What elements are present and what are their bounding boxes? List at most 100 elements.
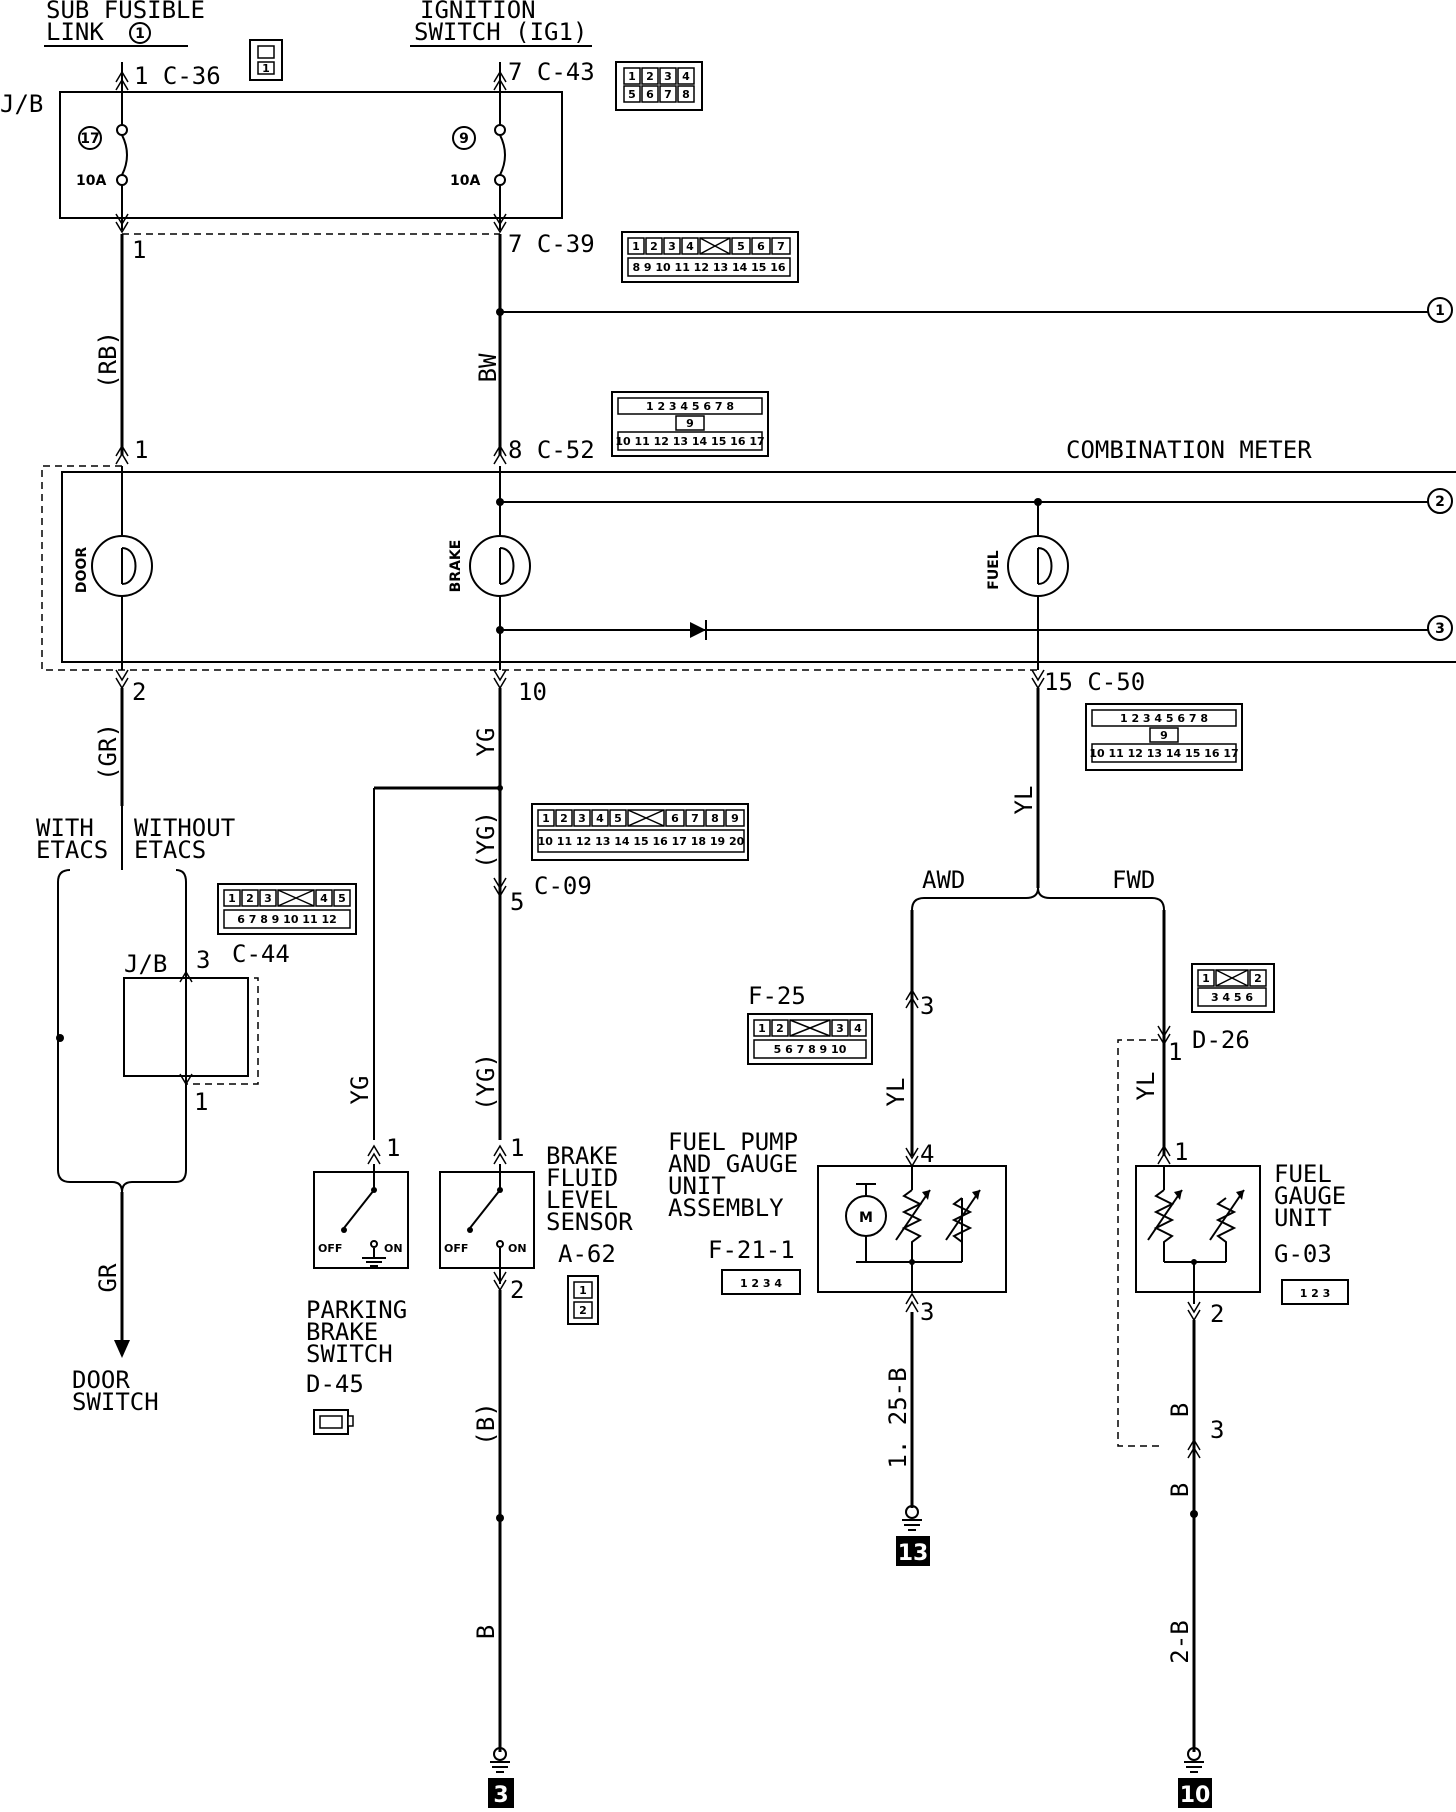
c36-terminal-mark (115, 70, 129, 91)
svg-text:2: 2 (650, 240, 658, 253)
connector-f25-icon: 1 2 3 4 5 6 7 8 9 10 (747, 1013, 873, 1065)
connector-c39-icon: 1 2 3 4 5 6 7 8 9 10 11 12 13 14 15 16 (621, 231, 799, 283)
etacs-option-bracket (57, 869, 187, 1193)
brake-fluid-pin2: 2 (510, 1276, 524, 1304)
ref3-number: 3 (1435, 621, 1445, 637)
svg-text:5: 5 (614, 812, 622, 825)
connector-c52-icon: 1 2 3 4 5 6 7 8 9 10 11 12 13 14 15 16 1… (611, 391, 769, 457)
parking-brake-line3: SWITCH (306, 1340, 393, 1368)
fuel-pump-id: F-21-1 (708, 1236, 795, 1264)
fuel-pump-pin4: 4 (920, 1140, 934, 1168)
svg-text:5 6 7 8 9 10: 5 6 7 8 9 10 (774, 1043, 847, 1056)
connector-g03-icon: 1 2 3 (1281, 1279, 1349, 1305)
svg-text:2: 2 (246, 892, 254, 905)
fuse-17-number: 17 (80, 131, 99, 147)
d26-pin: 1 (1168, 1038, 1182, 1066)
ground-13-icon (902, 1505, 922, 1531)
ground-10-label-bg (1178, 1778, 1212, 1808)
svg-text:2: 2 (560, 812, 568, 825)
f25-terminal-mark (905, 988, 919, 1009)
c50-pin2: 2 (132, 678, 146, 706)
wire-b-label2: B (1166, 1403, 1194, 1417)
wire-gr-label: GR (94, 1263, 122, 1292)
without-etacs-line2: ETACS (134, 836, 206, 864)
brake-warning-lamp-icon (469, 535, 531, 597)
fuel-gauge-dashed (1117, 1039, 1164, 1447)
svg-text:7: 7 (777, 240, 785, 253)
ground-10-label: 10 (1180, 1783, 1211, 1808)
c39-left-pin: 1 (132, 236, 146, 264)
brake-lamp-label: BRAKE (448, 540, 464, 593)
brake-fluid-pin1: 1 (510, 1134, 524, 1162)
ground-10-icon (1184, 1747, 1204, 1773)
d26-label: D-26 (1192, 1026, 1250, 1054)
wire-b-label1: B (472, 1625, 500, 1639)
svg-text:8: 8 (682, 88, 690, 101)
svg-text:5: 5 (628, 88, 636, 101)
fuse-9: 9 10A (450, 124, 506, 189)
ground-3-icon (490, 1747, 510, 1773)
wire-yl-label2: YL (882, 1078, 910, 1107)
ground-13-label-bg (896, 1536, 930, 1566)
connector-c43-label: 7 C-43 (508, 58, 595, 86)
door-warning-lamp-icon (91, 535, 153, 597)
awd-label: AWD (922, 866, 965, 894)
svg-text:1: 1 (542, 812, 550, 825)
wire-rb-label: (RB) (94, 331, 122, 389)
c44-pin3: 3 (196, 946, 210, 974)
parking-brake-switch-contact-icon (341, 1164, 386, 1267)
svg-text:10 11 12 13 14 15 16 17: 10 11 12 13 14 15 16 17 (1089, 747, 1238, 760)
sub-fusible-link-line1: SUB FUSIBLE (46, 0, 205, 24)
ground-3-label: 3 (493, 1783, 508, 1808)
c50-brake-terminal-mark (493, 669, 507, 690)
wire-b-label3: B (1166, 1483, 1194, 1497)
svg-text:4: 4 (854, 1022, 862, 1035)
svg-text:9: 9 (686, 417, 694, 430)
c50-pin10: 10 (518, 678, 547, 706)
fuel-pump-pin3b-terminal (905, 1292, 919, 1313)
ref1-circle (1427, 297, 1453, 323)
with-etacs-line1: WITH (36, 814, 94, 842)
arrow-down-icon (114, 1340, 130, 1358)
brake-fluid-sensor-box (439, 1171, 535, 1269)
fuel-gauge-line2: GAUGE (1274, 1182, 1346, 1210)
connector-a62-icon: 1 2 (567, 1275, 599, 1325)
svg-text:2: 2 (579, 1304, 587, 1317)
connector-c09-icon: 1 2 3 4 5 6 7 8 9 10 11 12 13 14 15 16 1… (531, 803, 749, 861)
door-switch-line1: DOOR (72, 1366, 130, 1394)
fuel-pump-line2: AND GAUGE (668, 1150, 798, 1178)
fuel-gauge-pin1-terminal (1157, 1144, 1171, 1165)
c39-right-terminal-mark (493, 213, 507, 234)
svg-text:7: 7 (664, 88, 672, 101)
parking-switch-pin1: 1 (386, 1134, 400, 1162)
c09-terminal-mark (493, 877, 507, 898)
wire-yg-paren-label1: (YG) (472, 811, 500, 869)
fusible-link-number-circle (129, 22, 151, 44)
parking-brake-line2: BRAKE (306, 1318, 378, 1346)
c44-label: C-44 (232, 940, 290, 968)
brake-fluid-terminal-mark (493, 1144, 507, 1165)
fuel-gauge-pin3: 3 (1210, 1416, 1224, 1444)
svg-text:1: 1 (632, 240, 640, 253)
svg-text:4: 4 (320, 892, 328, 905)
svg-text:1 2 3 4 5 6 7 8: 1 2 3 4 5 6 7 8 (1120, 712, 1208, 725)
fuel-lamp-label: FUEL (986, 550, 1002, 589)
svg-text:6 7 8 9 10 11 12: 6 7 8 9 10 11 12 (237, 913, 337, 926)
fusible-link-number: 1 (135, 26, 145, 42)
fuse-17: 17 10A (76, 124, 128, 189)
ignition-switch-label: IGNITION SWITCH (IG1) (410, 0, 592, 47)
fuse-9-rating: 10A (450, 173, 480, 189)
c09-label: C-09 (534, 872, 592, 900)
wire-yg-paren-label2: (YG) (472, 1053, 500, 1111)
connector-c50-icon: 1 2 3 4 5 6 7 8 9 10 11 12 13 14 15 16 1… (1085, 703, 1243, 771)
combination-meter-dashed-outline (41, 465, 1040, 671)
svg-text:1 2 3: 1 2 3 (1300, 1287, 1331, 1300)
brake-fluid-id: A-62 (558, 1240, 616, 1268)
ground-13-label: 13 (898, 1541, 929, 1566)
brake-fluid-line1: BRAKE (546, 1142, 618, 1170)
wire-bw-label: BW (474, 353, 502, 382)
svg-text:6: 6 (757, 240, 765, 253)
parking-brake-switch-box (313, 1171, 409, 1269)
brake-fluid-off: OFF (444, 1242, 468, 1255)
